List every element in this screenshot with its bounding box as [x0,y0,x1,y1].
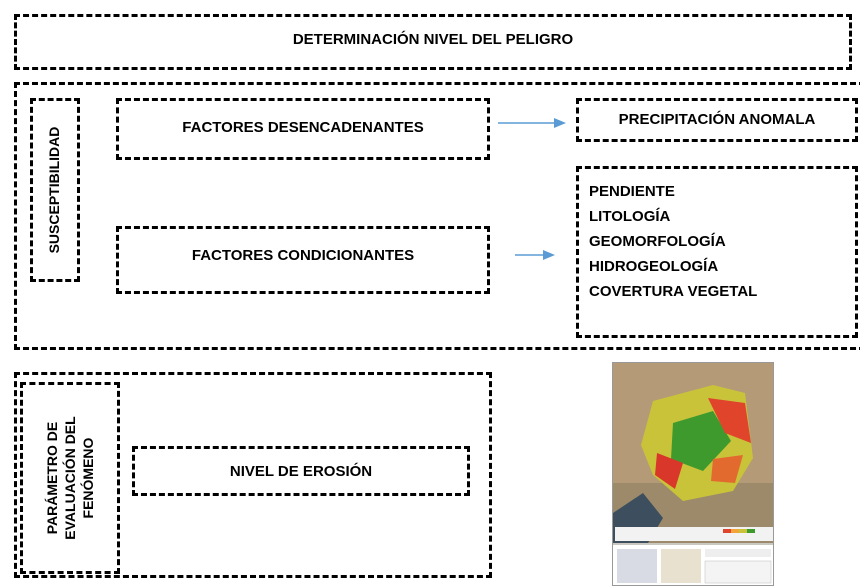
evaluation-label-box [20,382,120,574]
list-item: COVERTURA VEGETAL [589,283,758,300]
susceptibility-box [14,82,860,350]
erosion-level-label: NIVEL DE EROSIÓN [229,463,373,480]
conditioning-factors-box: FACTORES CONDICIONANTES [116,226,490,294]
evaluation-label-line: FENÓMENO [80,437,96,519]
conditioning-arrow-icon [515,250,555,260]
evaluation-box [14,372,492,578]
list-item: HIDROGEOLOGÍA [589,258,719,275]
hazard-map-image [612,362,774,586]
susceptibility-label: SUSCEPTIBILIDAD [46,126,62,254]
evaluation-label: PARÁMETRO DE EVALUACIÓN DEL FENÓMENO [43,388,97,568]
precipitation-box: PRECIPITACIÓN ANOMALA [576,98,858,142]
evaluation-label-line: EVALUACIÓN DEL [62,416,78,540]
list-item: LITOLOGÍA [589,208,671,225]
map-graphic [613,363,773,585]
precipitation-label: PRECIPITACIÓN ANOMALA [618,111,816,128]
conditioning-items-list: PENDIENTE LITOLOGÍA GEOMORFOLOGÍA HIDROG… [589,179,757,304]
diagram-title: DETERMINACIÓN NIVEL DEL PELIGRO [292,31,574,48]
triggering-factors-label: FACTORES DESENCADENANTES [182,119,424,136]
triggering-factors-box: FACTORES DESENCADENANTES [116,98,490,160]
susceptibility-label-box [30,98,80,282]
title-box: DETERMINACIÓN NIVEL DEL PELIGRO [14,14,852,70]
conditioning-factors-label: FACTORES CONDICIONANTES [191,247,415,264]
erosion-level-box: NIVEL DE EROSIÓN [132,446,470,496]
conditioning-items-box: PENDIENTE LITOLOGÍA GEOMORFOLOGÍA HIDROG… [576,166,858,338]
list-item: PENDIENTE [589,183,675,200]
triggering-arrow-icon [498,118,566,128]
evaluation-label-line: PARÁMETRO DE [44,421,60,535]
list-item: GEOMORFOLOGÍA [589,233,726,250]
